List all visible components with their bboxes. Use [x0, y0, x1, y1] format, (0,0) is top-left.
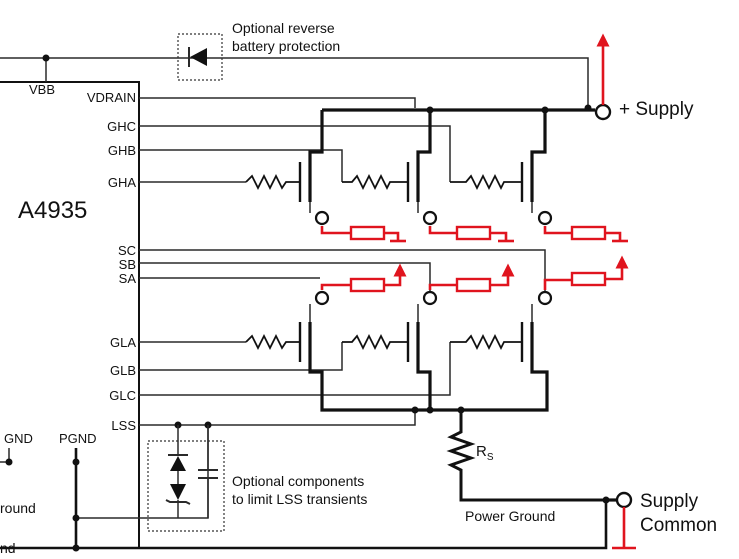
- supply-terminal: [594, 103, 612, 121]
- supply-common-label-1: Supply: [640, 491, 699, 512]
- sense-resistor-label: RS: [476, 443, 494, 463]
- high-side-mosfet-b: [406, 162, 438, 226]
- pin-vdrain: VDRAIN: [87, 90, 136, 105]
- ground-down-symbol: [612, 507, 636, 550]
- lss-note-1: Optional components: [232, 473, 364, 489]
- reverse-protection-label-2: battery protection: [232, 38, 340, 54]
- supply-label: + Supply: [619, 99, 694, 120]
- high-side-gate-resistors: [245, 173, 522, 191]
- pin-lss: LSS: [111, 418, 136, 433]
- pin-sc: SC: [118, 243, 136, 258]
- low-side-mosfet-b: [406, 290, 438, 362]
- low-side-mosfet-c: [520, 290, 553, 362]
- high-side-mosfet-c: [520, 162, 553, 226]
- low-side-mosfet-a: [298, 290, 330, 362]
- pin-glb: GLB: [110, 363, 136, 378]
- lss-optional-components: [147, 425, 225, 532]
- load-low-a: [320, 263, 407, 293]
- low-side-bus: [308, 362, 549, 414]
- pin-sa: SA: [119, 271, 137, 286]
- load-low-b: [428, 263, 515, 293]
- sense-resistor: [446, 410, 610, 504]
- supply-common-terminal: [608, 491, 633, 509]
- pin-gha: GHA: [108, 175, 137, 190]
- supply-bus: [308, 106, 595, 202]
- lss-note-2: to limit LSS transients: [232, 491, 367, 507]
- ground-fragment-2: nd: [0, 540, 16, 556]
- ground-fragment-1: round: [0, 500, 36, 516]
- gate-wires: [139, 97, 546, 426]
- reverse-protection-label-1: Optional reverse: [232, 20, 335, 36]
- pin-pgnd: PGND: [59, 431, 97, 446]
- pin-glc: GLC: [109, 388, 136, 403]
- reverse-protection-diode: [177, 33, 223, 81]
- sense-resistor-letter: R: [476, 443, 487, 460]
- pin-sb: SB: [119, 257, 136, 272]
- low-side-gate-resistors: [245, 333, 522, 351]
- sense-resistor-subscript: S: [487, 452, 494, 463]
- pin-vbb: VBB: [29, 82, 55, 97]
- pin-gla: GLA: [110, 335, 136, 350]
- supply-common-label-2: Common: [640, 515, 717, 536]
- high-side-mosfet-a: [298, 162, 330, 226]
- power-ground-label: Power Ground: [465, 508, 555, 524]
- load-low-c: [543, 255, 629, 290]
- ground-wires: [0, 421, 608, 552]
- ic-name: A4935: [18, 197, 87, 224]
- pin-gnd: GND: [4, 431, 33, 446]
- pin-ghb: GHB: [108, 143, 136, 158]
- load-high-c: [543, 225, 628, 243]
- load-high-a: [320, 225, 406, 243]
- load-high-b: [428, 225, 514, 243]
- pin-ghc: GHC: [107, 119, 136, 134]
